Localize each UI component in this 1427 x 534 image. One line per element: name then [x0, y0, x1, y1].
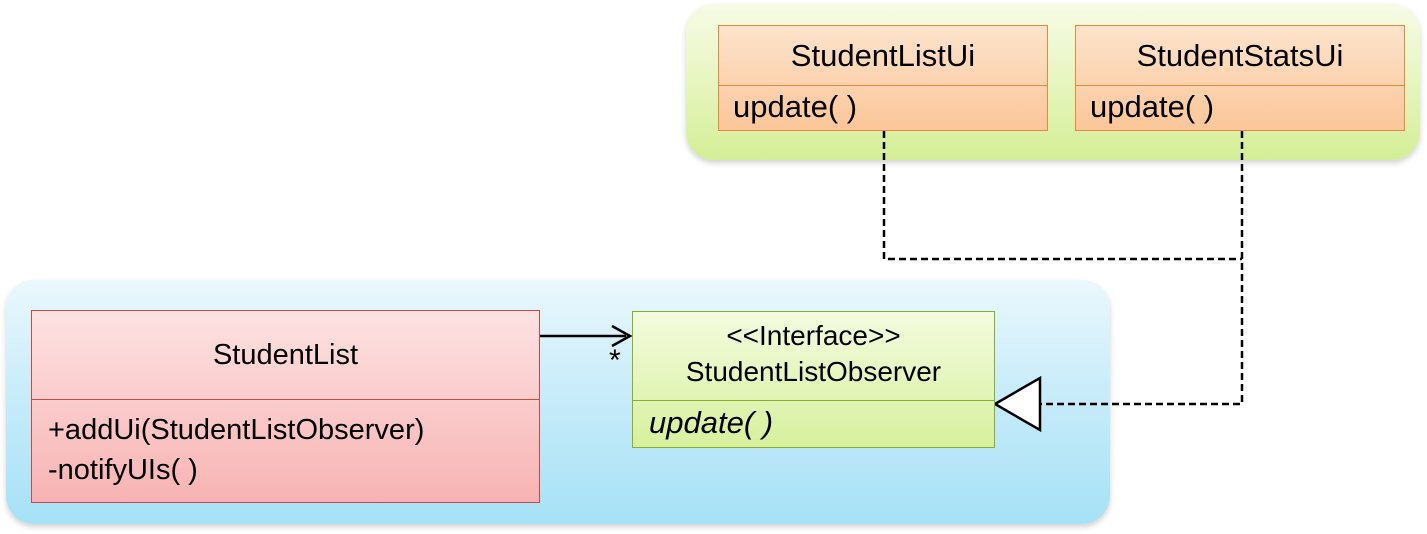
class-name: StudentList [32, 311, 539, 400]
class-operation: update( ) [733, 89, 858, 124]
realization-line-student-stats-ui [1040, 131, 1244, 406]
interface-name: StudentListObserver [685, 356, 942, 387]
class-operations: +addUi(StudentListObserver) -notifyUIs( … [32, 400, 539, 490]
class-student-stats-ui[interactable]: StudentStatsUi update( ) [1075, 25, 1405, 131]
interface-stereotype: <<Interface>> [726, 320, 901, 351]
class-student-list-ui[interactable]: StudentListUi update( ) [718, 25, 1048, 131]
class-operation: update( ) [1090, 89, 1215, 124]
class-name: StudentListUi [719, 26, 1047, 86]
operation-add-ui: +addUi(StudentListObserver) [48, 414, 425, 446]
interface-operation: update( ) [649, 405, 774, 440]
realization-line-student-list-ui [882, 131, 1242, 261]
association-multiplicity: * [609, 344, 621, 377]
operation-notify-uis: -notifyUIs( ) [48, 454, 198, 486]
class-name: StudentStatsUi [1076, 26, 1404, 86]
interface-student-list-observer[interactable]: <<Interface>> StudentListObserver update… [632, 311, 995, 448]
class-student-list[interactable]: StudentList +addUi(StudentListObserver) … [31, 310, 540, 503]
association-arrowhead [611, 324, 633, 348]
interface-header: <<Interface>> StudentListObserver [633, 312, 994, 401]
realization-arrowhead [992, 375, 1042, 433]
